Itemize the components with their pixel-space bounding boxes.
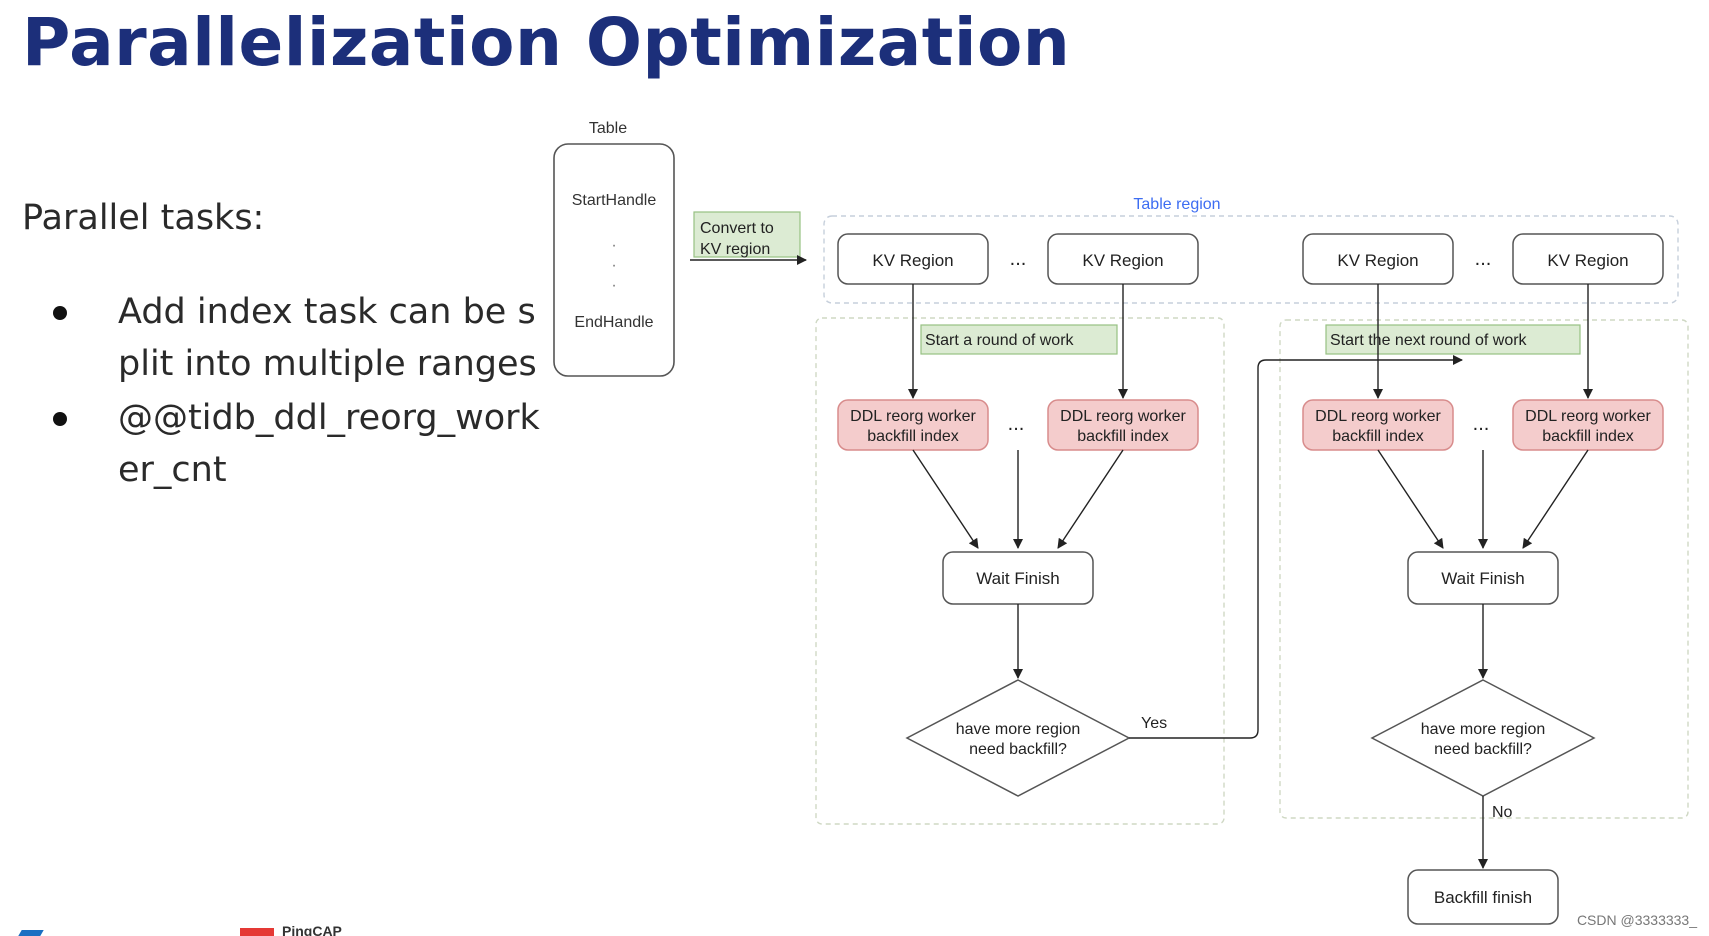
bullet-dot-icon	[53, 306, 67, 320]
footer-brand-text: PingCAP	[282, 924, 342, 936]
backfill-finish-box	[1407, 869, 1559, 925]
worker-label-line2: backfill index	[867, 428, 959, 445]
worker-label-line2: backfill index	[1332, 428, 1424, 445]
flow-arrow	[1377, 449, 1444, 549]
flow-arrow	[1522, 449, 1589, 549]
worker-label-line1: DDL reorg worker	[850, 408, 976, 425]
decision-label-line2: need backfill?	[969, 741, 1067, 758]
start-round-label: Start a round of work	[925, 332, 1075, 349]
round-one-container	[815, 317, 1225, 825]
flow-arrow	[1057, 449, 1124, 549]
table-box	[553, 143, 675, 377]
backfill-finish-label: Backfill finish	[1434, 888, 1532, 907]
pingcap-logo-icon	[240, 928, 274, 936]
decision-label-line1: have more region	[1421, 721, 1546, 738]
horizontal-ellipsis-icon: ...	[1008, 413, 1025, 435]
decision-label-line1: have more region	[956, 721, 1081, 738]
table-label: Table	[589, 120, 627, 137]
end-handle-label: EndHandle	[574, 314, 653, 331]
wait-finish-label: Wait Finish	[976, 569, 1059, 588]
kv-region-label: KV Region	[872, 251, 953, 270]
convert-note-line2: KV region	[700, 241, 770, 258]
decision-diamond	[905, 679, 1131, 797]
horizontal-ellipsis-icon: ...	[1473, 413, 1490, 435]
kv-region-label: KV Region	[1337, 251, 1418, 270]
parallel-tasks-heading: Parallel tasks:	[22, 198, 265, 238]
no-label: No	[1492, 804, 1513, 821]
worker-label-line2: backfill index	[1542, 428, 1634, 445]
wait-finish-label: Wait Finish	[1441, 569, 1524, 588]
start-round-note	[920, 324, 1118, 355]
worker-label-line2: backfill index	[1077, 428, 1169, 445]
bullet-text: @@tidb_ddl_reorg_worker_cnt	[118, 398, 540, 490]
start-next-round-note	[1325, 324, 1581, 355]
worker-label-line1: DDL reorg worker	[1315, 408, 1441, 425]
yes-label: Yes	[1141, 715, 1167, 732]
vertical-ellipsis-icon: ·	[611, 237, 616, 254]
flow-arrow	[912, 449, 979, 549]
convert-note-box	[693, 211, 801, 258]
bullet-item: Add index task can be split into multipl…	[45, 286, 545, 390]
footer-logo-icon	[18, 930, 44, 936]
start-next-round-label: Start the next round of work	[1330, 332, 1528, 349]
table-region-label: Table region	[1133, 196, 1220, 213]
slide-title: Parallelization Optimization	[22, 4, 1071, 81]
convert-note-line1: Convert to	[700, 220, 774, 237]
decision-diamond	[1370, 679, 1596, 797]
horizontal-ellipsis-icon: ...	[1010, 248, 1027, 270]
worker-label-line1: DDL reorg worker	[1060, 408, 1186, 425]
bullet-item: @@tidb_ddl_reorg_worker_cnt	[45, 392, 545, 496]
watermark-text: CSDN @3333333_	[1576, 912, 1697, 928]
worker-label-line1: DDL reorg worker	[1525, 408, 1651, 425]
vertical-ellipsis-icon: ·	[611, 277, 616, 294]
kv-region-label: KV Region	[1082, 251, 1163, 270]
round-two-container	[1279, 319, 1689, 819]
bullet-list: Add index task can be split into multipl…	[45, 286, 545, 498]
horizontal-ellipsis-icon: ...	[1475, 248, 1492, 270]
decision-label-line2: need backfill?	[1434, 741, 1532, 758]
yes-loop-arrow	[1129, 355, 1463, 739]
start-handle-label: StartHandle	[572, 192, 657, 209]
bullet-text: Add index task can be split into multipl…	[118, 292, 537, 384]
vertical-ellipsis-icon: ·	[611, 257, 616, 274]
kv-region-label: KV Region	[1547, 251, 1628, 270]
table-region-boundary	[823, 215, 1679, 304]
bullet-dot-icon	[53, 412, 67, 426]
